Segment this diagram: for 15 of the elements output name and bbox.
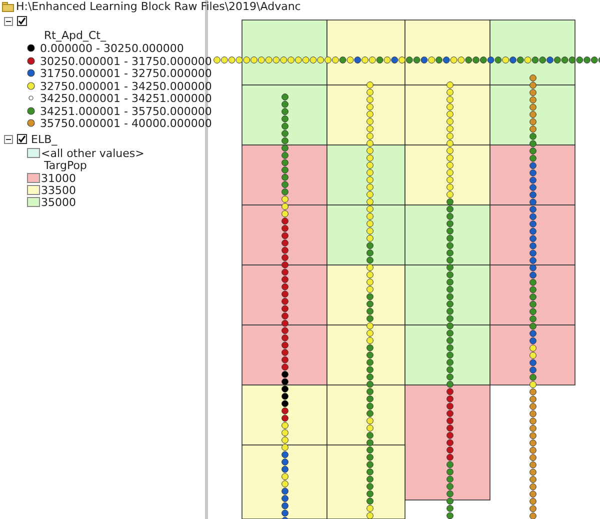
legend-range-text: 34251.000001 - 35750.000000	[40, 104, 212, 118]
legend-field-name: TargPop	[44, 159, 87, 172]
legend-value-text: 31000	[41, 172, 76, 185]
legend-range-text: 30250.000001 - 31750.000000	[40, 54, 212, 68]
file-path-text: H:\Enhanced Learning Block Raw Files\2019\Advanc	[16, 0, 301, 13]
legend-range-text: 0.000000 - 30250.000000	[40, 42, 184, 55]
legend-value-text: 33500	[41, 184, 76, 197]
legend-range-text: 31750.000001 - 32750.000000	[40, 67, 212, 80]
legend-range-text: 34250.000001 - 34251.000000	[40, 92, 212, 105]
layer-name: ELB_	[31, 133, 58, 146]
legend-range-text: 32750.000001 - 34250.000000	[40, 80, 212, 92]
legend-range-text: 35750.000001 - 40000.000000	[40, 117, 212, 130]
legend-value-text: 35000	[41, 196, 76, 209]
layer-field-name: Rt_Apd_Ct_	[44, 29, 106, 42]
legend-value-text: <all other values>	[41, 147, 144, 160]
